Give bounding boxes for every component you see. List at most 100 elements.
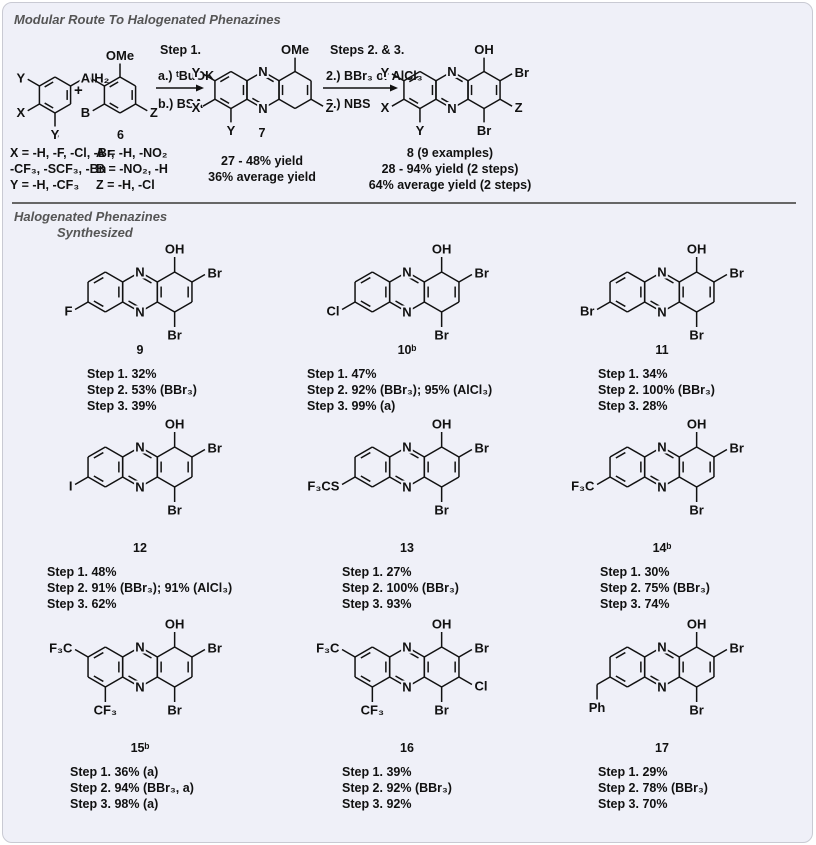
bond: [626, 676, 646, 688]
bond: [371, 301, 391, 313]
bond: [119, 103, 136, 114]
bond: [371, 676, 391, 688]
bond: [458, 273, 473, 283]
substituent-label: X: [192, 100, 201, 115]
bond: [408, 451, 419, 459]
substituent-label: Y: [381, 65, 390, 80]
substituent-label: Br: [730, 441, 744, 456]
ring-nitrogen: N: [657, 265, 666, 280]
bond: [104, 476, 124, 488]
bond: [139, 271, 158, 283]
compound-steps: Step 1. 48%Step 2. 91% (BBr₃); 91% (AlCl…: [47, 564, 232, 612]
ring-nitrogen: N: [135, 440, 144, 455]
bond: [156, 646, 176, 658]
bond: [119, 76, 136, 87]
substituent-label: Br: [689, 328, 703, 343]
substituent-label: F₃CS: [307, 479, 339, 494]
bond: [406, 676, 425, 688]
substituent-label: Br: [689, 703, 703, 718]
bond: [609, 301, 628, 313]
compound-label: 15ᵇ: [130, 741, 150, 755]
substituent-label: X: [16, 105, 25, 120]
substituent-label: Br: [434, 503, 448, 518]
bond: [678, 271, 698, 283]
compound-steps: Step 1. 30%Step 2. 75% (BBr₃)Step 3. 74%: [600, 564, 710, 612]
compound-steps: Step 1. 34%Step 2. 100% (BBr₃)Step 3. 28…: [598, 366, 715, 414]
bond: [609, 476, 628, 488]
bond: [458, 676, 473, 686]
bond: [696, 446, 715, 458]
bond: [360, 451, 371, 459]
bond: [467, 98, 485, 110]
bond: [294, 98, 312, 110]
bond: [661, 476, 680, 488]
substituent-label: B: [81, 105, 90, 120]
bond: [483, 98, 501, 110]
bond: [174, 301, 193, 313]
bond: [87, 676, 106, 688]
bond: [596, 476, 611, 486]
bond: [644, 446, 663, 458]
bond: [294, 70, 312, 82]
substituent-label: Z: [515, 100, 523, 115]
bond: [408, 97, 419, 104]
compound-5-label: 5: [52, 128, 59, 142]
step-yield: Step 1. 36% (a): [70, 765, 159, 779]
bond: [109, 102, 119, 109]
arrow-head-icon: [196, 84, 204, 92]
c6-note: B = -NO₂, -H: [96, 162, 168, 176]
substituent-label: Cl: [326, 304, 339, 319]
bond: [122, 271, 141, 283]
bond: [435, 70, 453, 82]
step-yield: Step 3. 28%: [598, 399, 668, 413]
bond: [389, 646, 408, 658]
compound-label: 9: [136, 343, 144, 357]
step-yield: Step 3. 74%: [600, 597, 670, 611]
bond: [389, 476, 408, 488]
substituent-label: Z: [150, 105, 158, 120]
bond: [609, 676, 628, 688]
divider: [12, 202, 796, 204]
ring-nitrogen: N: [135, 680, 144, 695]
step-yield: Step 3. 62%: [47, 597, 117, 611]
substituent-label: OMe: [281, 42, 309, 57]
step-yield: Step 1. 30%: [600, 565, 670, 579]
bond: [406, 446, 425, 458]
substituent-label: CF₃: [361, 703, 384, 718]
bond: [389, 301, 408, 313]
bond: [451, 70, 469, 82]
bond: [408, 76, 419, 83]
bond: [360, 300, 371, 308]
bond: [403, 70, 421, 82]
substituent-label: Y: [16, 70, 25, 85]
step-yield: Step 3. 99% (a): [307, 399, 396, 413]
substituent-label: Z: [326, 100, 334, 115]
step-yield: Step 3. 70%: [598, 797, 668, 811]
ring-nitrogen: N: [447, 64, 456, 79]
step-yield: Step 1. 48%: [47, 565, 117, 579]
bond: [408, 651, 419, 659]
bond: [214, 70, 232, 82]
bond: [230, 98, 248, 110]
bond: [626, 301, 646, 313]
bond: [626, 446, 646, 458]
substituent-label: Ph: [589, 700, 606, 715]
bond: [406, 476, 425, 488]
bond: [139, 676, 158, 688]
c6-note: Z = -H, -Cl: [96, 178, 155, 192]
substituent-label: Br: [730, 266, 744, 281]
substituent-label: Br: [475, 441, 489, 456]
substituent-label: OMe: [106, 48, 134, 63]
substituent-label: OH: [687, 617, 707, 632]
bond: [174, 446, 193, 458]
bond: [626, 476, 646, 488]
compound-steps: Step 1. 27%Step 2. 100% (BBr₃)Step 3. 93…: [342, 564, 459, 612]
bond: [354, 446, 373, 458]
bond: [389, 271, 408, 283]
substituent-label: OH: [432, 417, 452, 432]
bond: [354, 676, 373, 688]
bond: [141, 651, 152, 659]
substituent-label: OH: [432, 617, 452, 632]
bond: [678, 446, 698, 458]
